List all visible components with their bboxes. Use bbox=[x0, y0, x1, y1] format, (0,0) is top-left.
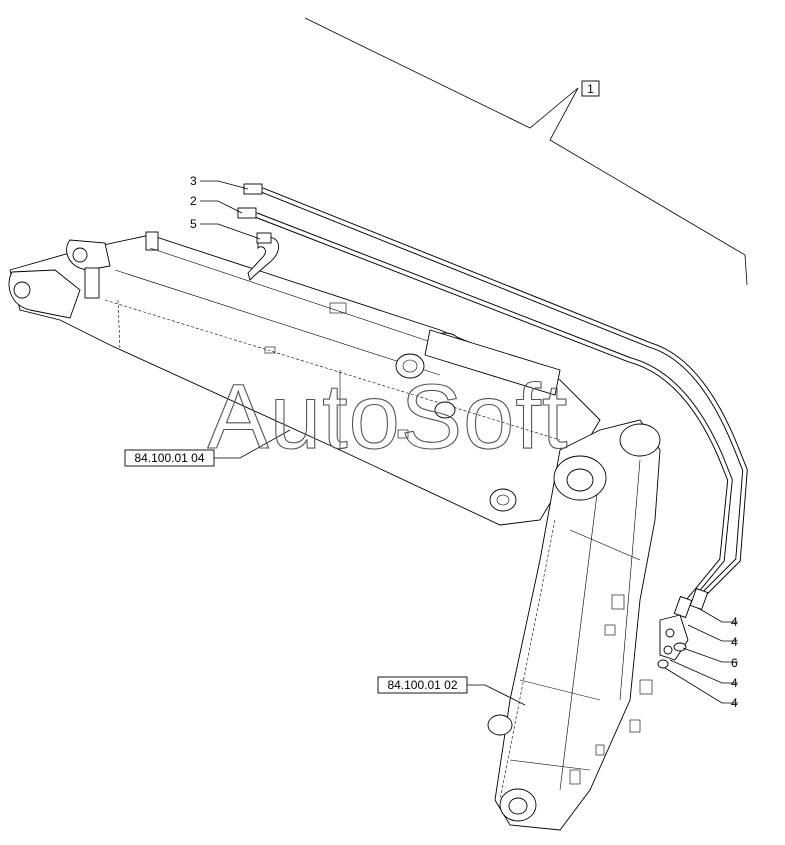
callout-4-c: 4 bbox=[731, 676, 738, 690]
leader-lines bbox=[200, 180, 738, 706]
boom-reference-link[interactable]: 84.100.01 02 bbox=[377, 676, 468, 694]
group-label: 1 bbox=[587, 82, 594, 96]
svg-text:4: 4 bbox=[731, 615, 738, 629]
arm-reference-text: 84.100.01 04 bbox=[134, 451, 204, 465]
svg-text:2: 2 bbox=[190, 194, 197, 208]
svg-text:6: 6 bbox=[731, 656, 738, 670]
boom-reference-text: 84.100.01 02 bbox=[387, 678, 457, 692]
boom bbox=[487, 419, 661, 831]
svg-text:5: 5 bbox=[190, 217, 197, 231]
group-bracket bbox=[304, 17, 748, 286]
pipe-3 bbox=[243, 183, 748, 600]
arm bbox=[8, 231, 601, 526]
callout-5: 5 bbox=[190, 217, 197, 231]
svg-text:4: 4 bbox=[731, 635, 738, 649]
callout-4-a: 4 bbox=[731, 615, 738, 629]
callout-2: 2 bbox=[190, 194, 197, 208]
callout-6: 6 bbox=[731, 656, 738, 670]
pipe-2 bbox=[237, 207, 733, 607]
svg-text:4: 4 bbox=[731, 676, 738, 690]
callout-4-d: 4 bbox=[731, 696, 738, 710]
svg-text:4: 4 bbox=[731, 696, 738, 710]
fittings bbox=[657, 587, 709, 669]
svg-text:3: 3 bbox=[190, 174, 197, 188]
watermark: AutoSoft bbox=[208, 366, 569, 468]
callout-4-b: 4 bbox=[731, 635, 738, 649]
group-label-box: 1 bbox=[581, 80, 600, 97]
callout-3: 3 bbox=[190, 174, 197, 188]
arm-reference-link[interactable]: 84.100.01 04 bbox=[124, 449, 215, 467]
